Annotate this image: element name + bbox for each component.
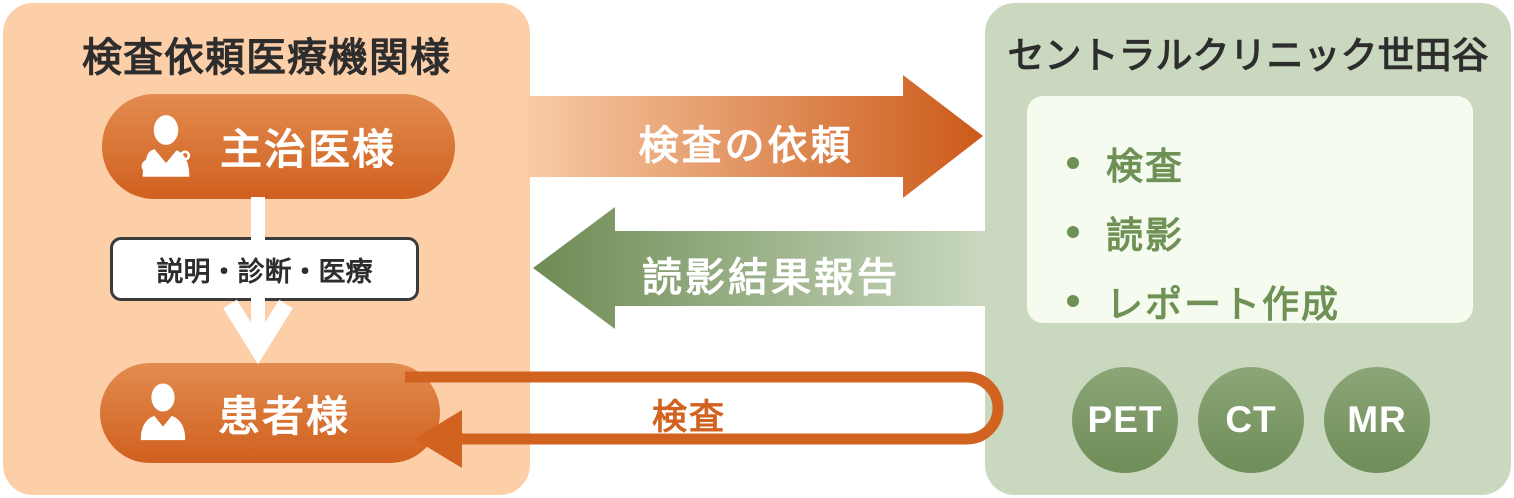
info-box-label: 説明・診断・医療 bbox=[156, 256, 373, 287]
doctor-label: 主治医様 bbox=[220, 126, 397, 173]
doctor-icon bbox=[141, 114, 191, 177]
request-arrow-label: 検査の依頼 bbox=[638, 124, 854, 168]
exam-loop-arrow-head bbox=[414, 410, 462, 468]
doctor-pill: 主治医様 bbox=[102, 94, 455, 199]
exam-loop-arrow bbox=[405, 371, 1004, 445]
patient-label: 患者様 bbox=[218, 392, 351, 440]
bullet-icon bbox=[1067, 295, 1079, 307]
patient-icon bbox=[140, 383, 186, 441]
modality-badge-pet: PET bbox=[1072, 367, 1178, 473]
patient-pill: 患者様 bbox=[100, 363, 440, 463]
modality-label: MR bbox=[1347, 399, 1407, 440]
left-panel-title: 検査依頼医療機関様 bbox=[82, 36, 451, 80]
service-label: 読影 bbox=[1106, 215, 1184, 256]
connector-line bbox=[251, 197, 265, 241]
service-list: 検査 読影 レポート作成 bbox=[1027, 96, 1473, 328]
modality-row: PET CT MR bbox=[1072, 367, 1430, 473]
modality-badge-ct: CT bbox=[1198, 367, 1304, 473]
service-item: 検査 bbox=[1067, 136, 1473, 190]
right-panel-title: セントラルクリニック世田谷 bbox=[1007, 35, 1489, 76]
service-label: 検査 bbox=[1106, 146, 1184, 187]
service-label: レポート作成 bbox=[1106, 284, 1340, 325]
report-arrow-label: 読影結果報告 bbox=[642, 256, 900, 300]
bullet-icon bbox=[1067, 157, 1079, 169]
bullet-icon bbox=[1067, 226, 1079, 238]
service-item: 読影 bbox=[1067, 205, 1473, 259]
modality-badge-mr: MR bbox=[1324, 367, 1430, 473]
clinic-services-box: 検査 読影 レポート作成 bbox=[1027, 96, 1473, 325]
modality-label: CT bbox=[1225, 399, 1277, 440]
exam-arrow-label: 検査 bbox=[651, 398, 726, 437]
service-item: レポート作成 bbox=[1067, 274, 1473, 328]
info-box: 説明・診断・医療 bbox=[110, 237, 419, 301]
modality-label: PET bbox=[1087, 399, 1163, 440]
request-arrow bbox=[527, 75, 983, 198]
down-arrow-head bbox=[223, 299, 293, 365]
report-arrow bbox=[533, 207, 985, 329]
